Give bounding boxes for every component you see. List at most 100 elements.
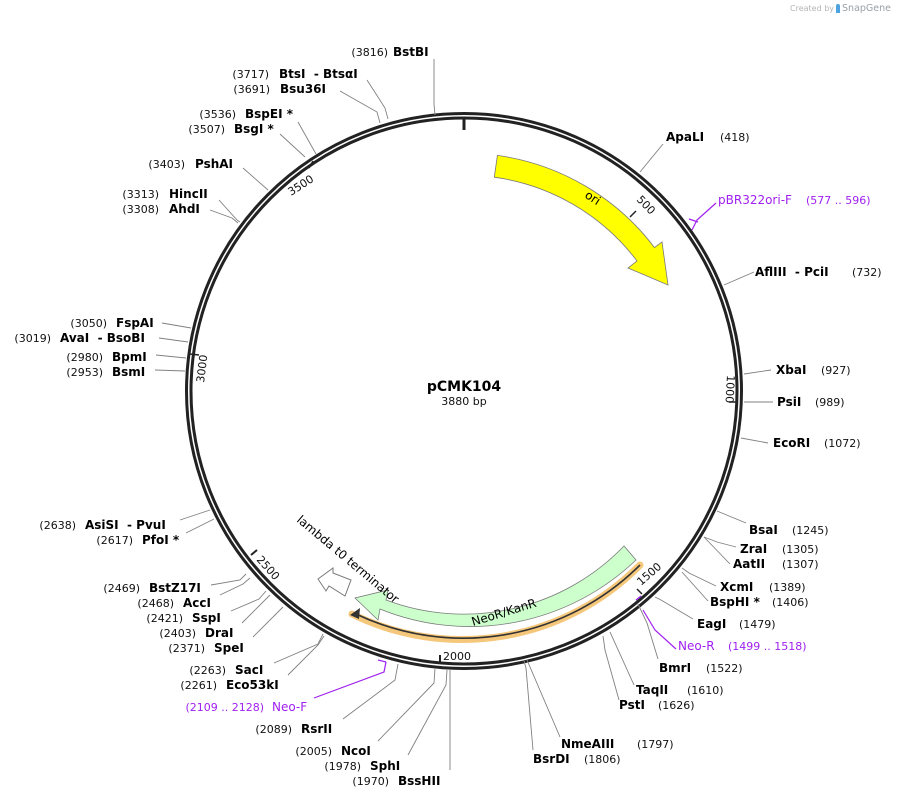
svg-text:BsaI: BsaI <box>749 523 778 537</box>
svg-text:AhdI: AhdI <box>169 202 200 216</box>
svg-text:AccI: AccI <box>183 596 211 610</box>
svg-text:PsiI: PsiI <box>777 395 801 409</box>
svg-text:SspI: SspI <box>192 611 221 625</box>
enzyme-ncoi[interactable]: (2005)NcoI <box>295 744 370 758</box>
enzyme-afliii[interactable]: AflIII - PciI(732) <box>755 265 882 279</box>
svg-text:(3313): (3313) <box>122 188 159 201</box>
svg-text:(3691): (3691) <box>233 83 270 96</box>
primer-neo-f[interactable]: (2109 .. 2128)Neo-F <box>185 700 307 714</box>
enzyme-pfoi[interactable]: (2617) PfoI * <box>96 533 179 547</box>
primer-labels: pBR322ori-F(577 .. 596) Neo-R(1499 .. 15… <box>185 193 870 714</box>
svg-text:(3050): (3050) <box>70 317 107 330</box>
neor-kanr-arrow <box>354 545 637 627</box>
enzyme-spei[interactable]: (2371)SpeI <box>168 641 243 655</box>
svg-text:(1522): (1522) <box>706 662 743 675</box>
enzyme-xcmi[interactable]: XcmI(1389) <box>720 580 806 594</box>
svg-text:SpeI: SpeI <box>214 641 244 655</box>
svg-text:BspHI *: BspHI * <box>710 595 761 609</box>
svg-text:(1305): (1305) <box>782 543 819 556</box>
svg-text:EagI: EagI <box>697 617 726 631</box>
enzyme-zrai[interactable]: ZraI(1305) <box>740 542 819 556</box>
enzyme-xbai[interactable]: XbaI(927) <box>776 363 851 377</box>
svg-text:(2617): (2617) <box>96 534 133 547</box>
svg-text:(1479): (1479) <box>739 618 776 631</box>
svg-text:(2980): (2980) <box>66 351 103 364</box>
svg-text:(989): (989) <box>815 396 845 409</box>
primer-neo-r[interactable]: Neo-R(1499 .. 1518) <box>678 639 807 653</box>
svg-text:AatII: AatII <box>733 557 765 571</box>
svg-text:(3403): (3403) <box>148 158 185 171</box>
enzyme-nmeaiii[interactable]: NmeAIII(1797) <box>561 737 674 751</box>
tick-3000 <box>189 353 200 356</box>
svg-text:SphI: SphI <box>370 759 400 773</box>
feature-orf[interactable] <box>348 561 644 643</box>
enzyme-bsai[interactable]: BsaI (1245) <box>749 523 829 537</box>
tick-label-1000: 1000 <box>723 375 737 404</box>
enzyme-btsi[interactable]: (3717)BtsI - BtsαI <box>232 67 357 81</box>
svg-text:(3717): (3717) <box>232 68 269 81</box>
enzyme-bsshii[interactable]: (1970)BssHII <box>352 774 440 788</box>
enzyme-avai[interactable]: (3019)AvaI - BsoBI <box>14 331 144 345</box>
primer-leaders <box>313 202 717 699</box>
enzyme-sphi[interactable]: (1978)SphI <box>324 759 400 773</box>
snapgene-credit: Created by SnapGene <box>790 3 891 14</box>
orf-line <box>355 564 641 639</box>
primer-pbr322ori-f[interactable]: pBR322ori-F(577 .. 596) <box>718 193 871 207</box>
svg-text:(2089): (2089) <box>255 723 292 736</box>
tick-2500 <box>250 549 258 556</box>
enzyme-sspi[interactable]: (2421)SspI <box>146 611 220 625</box>
svg-text:(2109 .. 2128): (2109 .. 2128) <box>185 701 264 714</box>
svg-text:(2468): (2468) <box>137 597 174 610</box>
feature-ori[interactable]: ori <box>493 154 669 286</box>
svg-text:(3816): (3816) <box>351 46 388 59</box>
credit-prefix: Created by <box>790 4 835 13</box>
enzyme-hincii[interactable]: (3313)HincII <box>122 187 207 201</box>
svg-text:PfoI *: PfoI * <box>142 533 180 547</box>
enzyme-asisi[interactable]: (2638)AsiSI - PvuI <box>39 518 165 532</box>
svg-text:BssHII: BssHII <box>398 774 440 788</box>
enzyme-eco53ki[interactable]: (2261)Eco53kI <box>180 678 278 692</box>
svg-text:(2403): (2403) <box>159 627 196 640</box>
enzyme-rsrii[interactable]: (2089)RsrII <box>255 722 332 736</box>
enzyme-bsmi[interactable]: (2953)BsmI <box>66 365 145 379</box>
enzyme-psii[interactable]: PsiI (989) <box>777 395 845 409</box>
enzyme-bstbi[interactable]: (3816)BstBI <box>351 45 428 59</box>
enzyme-aatii[interactable]: AatII(1307) <box>733 557 819 571</box>
svg-text:(2469): (2469) <box>103 582 140 595</box>
svg-text:(1406): (1406) <box>772 596 809 609</box>
snapgene-logo-icon <box>836 4 841 13</box>
enzyme-bsu36i[interactable]: (3691)Bsu36I <box>233 82 326 96</box>
enzyme-apali[interactable]: ApaLI(418) <box>666 130 750 144</box>
enzyme-bpmi[interactable]: (2980)BpmI <box>66 350 146 364</box>
enzyme-bstz17i[interactable]: (2469)BstZ17I <box>103 581 200 595</box>
enzyme-bsrdi[interactable]: BsrDI(1806) <box>533 752 621 766</box>
enzyme-saci[interactable]: (2263)SacI <box>189 663 263 677</box>
enzyme-ecori[interactable]: EcoRI(1072) <box>773 436 861 450</box>
enzyme-acci[interactable]: (2468) AccI <box>137 596 211 610</box>
enzyme-bsphi[interactable]: BspHI * (1406) <box>710 595 809 609</box>
enzyme-psti[interactable]: PstI(1626) <box>619 698 695 712</box>
enzyme-bsgi[interactable]: (3507)BsgI * <box>188 122 274 136</box>
svg-text:BsgI *: BsgI * <box>234 122 275 136</box>
enzyme-fspai[interactable]: (3050) FspAI <box>70 316 153 330</box>
svg-text:(1245): (1245) <box>792 524 829 537</box>
terminator-label: lambda t0 terminator <box>294 513 402 606</box>
feature-lambda-terminator[interactable]: lambda t0 terminator <box>294 513 402 606</box>
feature-neor-kanr[interactable]: NeoR/KanR <box>354 545 637 629</box>
enzyme-bmri[interactable]: BmrI(1522) <box>659 661 743 675</box>
enzyme-labels-left: (3816)BstBI (3717)BtsI - BtsαI (3691)Bsu… <box>14 45 440 788</box>
svg-text:BsmI: BsmI <box>112 365 145 379</box>
enzyme-pshai[interactable]: (3403)PshAI <box>148 157 233 171</box>
credit-brand: SnapGene <box>842 3 891 14</box>
enzyme-taqii[interactable]: TaqII(1610) <box>636 683 724 697</box>
enzyme-bspei[interactable]: (3536)BspEI * <box>199 107 293 121</box>
svg-text:FspAI: FspAI <box>116 316 154 330</box>
enzyme-eagi[interactable]: EagI (1479) <box>697 617 776 631</box>
svg-text:NmeAIII: NmeAIII <box>561 737 614 751</box>
ori-arrow <box>493 154 669 286</box>
terminator-arrow <box>317 567 352 597</box>
enzyme-ahdi[interactable]: (3308)AhdI <box>122 202 199 216</box>
enzyme-drai[interactable]: (2403)DraI <box>159 626 233 640</box>
tick-label-3000: 3000 <box>194 354 210 383</box>
svg-text:AflIII - PciI: AflIII - PciI <box>755 265 829 279</box>
